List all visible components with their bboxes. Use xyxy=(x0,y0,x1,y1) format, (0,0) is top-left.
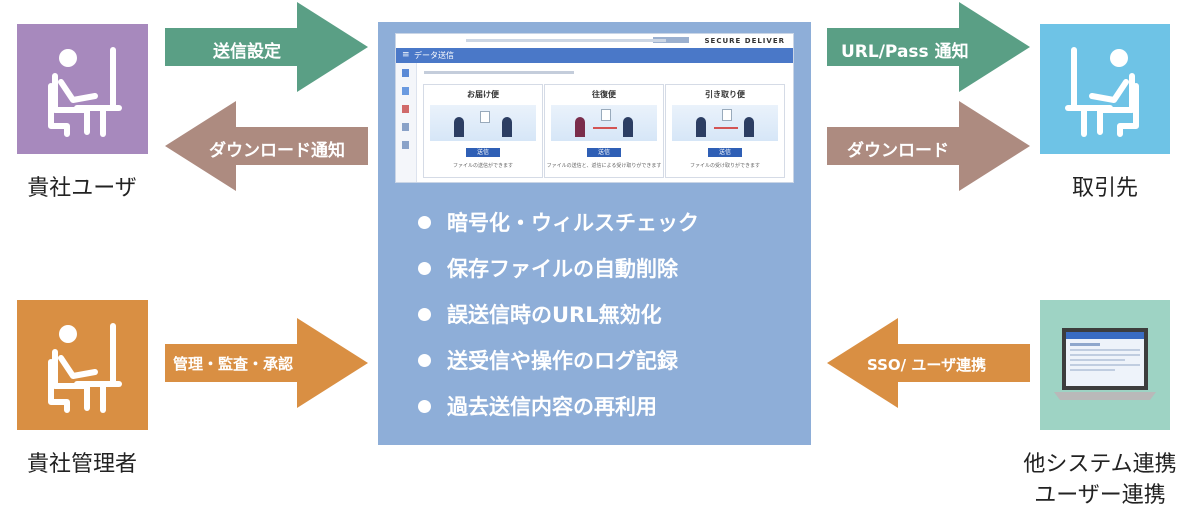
app-top-bar: SECURE DELIVER xyxy=(396,34,793,48)
sidebar-icon xyxy=(402,123,409,131)
card-send-button[interactable]: 送信 xyxy=(466,148,500,157)
admin-flow-arrow: 管理・監査・承認 xyxy=(165,318,368,408)
sso-flow-arrow: SSO/ ユーザ連携 xyxy=(827,318,1030,408)
card-title: お届け便 xyxy=(467,90,499,99)
download-arrow: ダウンロード xyxy=(827,101,1030,191)
feature-item: 送受信や操作のログ記録 xyxy=(418,345,678,375)
person-at-computer-icon xyxy=(17,24,148,154)
card-illustration xyxy=(551,105,657,141)
card-illustration xyxy=(672,105,778,141)
bullet-icon xyxy=(418,307,431,321)
person-at-computer-icon xyxy=(1040,24,1170,154)
feature-item: 誤送信時のURL無効化 xyxy=(418,299,662,329)
top-bar-info xyxy=(466,39,666,42)
sso-flow-label: SSO/ ユーザ連携 xyxy=(867,356,987,374)
feature-text: 誤送信時のURL無効化 xyxy=(447,303,662,327)
sidebar-icon xyxy=(402,69,409,77)
partner-tile-bg xyxy=(1040,24,1170,154)
instruction-line xyxy=(424,71,574,74)
card-note: ファイルの送信と、返信による受け取りができます xyxy=(546,163,662,169)
company-user-tile-bg xyxy=(17,24,148,154)
service-panel: SECURE DELIVER ≡ データ送信 お届け便 送信 ファイルの送信がで… xyxy=(378,22,811,445)
service-card: 往復便 送信 ファイルの送信と、返信による受け取りができます xyxy=(544,84,664,178)
card-note: ファイルの受け取りができます xyxy=(689,163,760,169)
download-notice-label: ダウンロード通知 xyxy=(209,141,345,161)
person-at-computer-icon xyxy=(17,300,148,430)
admin-flow-label: 管理・監査・承認 xyxy=(173,355,294,373)
download-label: ダウンロード xyxy=(847,141,949,161)
app-nav-bar: ≡ データ送信 xyxy=(396,48,793,63)
service-card: お届け便 送信 ファイルの送信ができます xyxy=(423,84,543,178)
url-pass-notice-label: URL/Pass 通知 xyxy=(841,42,969,62)
partner-label: 取引先 xyxy=(1071,176,1138,201)
top-bar-icons xyxy=(653,37,689,43)
card-illustration xyxy=(430,105,536,141)
other-system-tile xyxy=(1040,300,1170,430)
bullet-icon xyxy=(418,399,431,413)
app-screenshot: SECURE DELIVER ≡ データ送信 お届け便 送信 ファイルの送信がで… xyxy=(395,33,794,183)
company-admin-tile xyxy=(17,300,148,430)
send-settings-label: 送信設定 xyxy=(213,42,281,62)
bullet-icon xyxy=(418,261,431,275)
company-user-label: 貴社ユーザ xyxy=(27,176,137,201)
card-title: 往復便 xyxy=(592,90,616,99)
send-settings-arrow: 送信設定 xyxy=(165,2,368,92)
sidebar-icon xyxy=(402,141,409,149)
feature-item: 過去送信内容の再利用 xyxy=(418,391,657,421)
partner-tile xyxy=(1040,24,1170,154)
url-pass-notice-arrow: URL/Pass 通知 xyxy=(827,2,1030,92)
laptop-icon xyxy=(1040,300,1170,430)
service-card: 引き取り便 送信 ファイルの受け取りができます xyxy=(665,84,785,178)
sidebar-icon xyxy=(402,105,409,113)
brand-label: SECURE DELIVER xyxy=(704,37,785,45)
card-send-button[interactable]: 送信 xyxy=(708,148,742,157)
feature-text: 暗号化・ウィルスチェック xyxy=(447,211,699,235)
bullet-icon xyxy=(418,353,431,367)
download-notice-arrow: ダウンロード通知 xyxy=(165,101,368,191)
app-sidebar xyxy=(396,63,417,182)
card-title: 引き取り便 xyxy=(705,90,745,99)
feature-text: 送受信や操作のログ記録 xyxy=(447,349,678,373)
card-send-button[interactable]: 送信 xyxy=(587,148,621,157)
company-user-tile xyxy=(17,24,148,154)
menu-icon: ≡ xyxy=(402,50,410,60)
feature-text: 過去送信内容の再利用 xyxy=(447,395,657,419)
nav-title: データ送信 xyxy=(414,51,454,60)
company-admin-label: 貴社管理者 xyxy=(26,452,137,477)
other-system-label-line1: 他システム連携 xyxy=(1023,452,1177,477)
feature-item: 保存ファイルの自動削除 xyxy=(418,253,678,283)
company-admin-tile-bg xyxy=(17,300,148,430)
bullet-icon xyxy=(418,215,431,229)
feature-text: 保存ファイルの自動削除 xyxy=(447,257,678,281)
other-system-label-line2: ユーザー連携 xyxy=(1034,483,1166,508)
sidebar-icon xyxy=(402,87,409,95)
feature-item: 暗号化・ウィルスチェック xyxy=(418,207,699,237)
card-note: ファイルの送信ができます xyxy=(452,163,513,169)
